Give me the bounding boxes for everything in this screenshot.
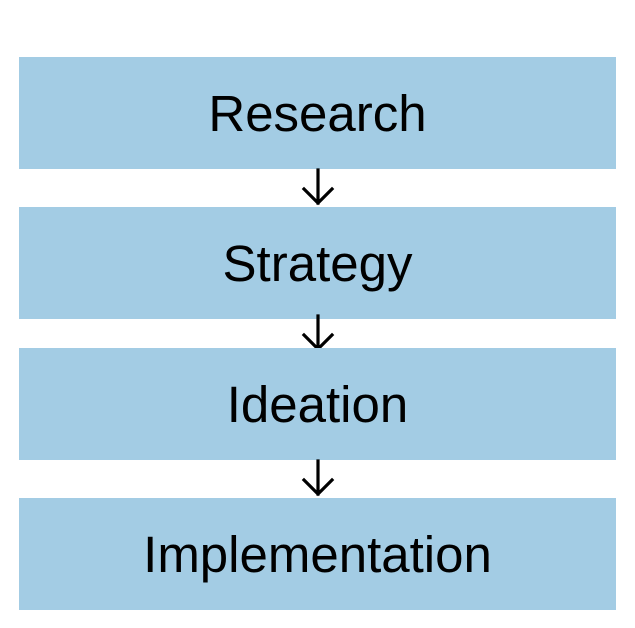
step-strategy: Strategy [19,207,616,319]
step-label: Research [208,84,427,142]
step-label: Strategy [222,234,413,292]
step-research: Research [19,57,616,169]
step-label: Implementation [143,525,492,583]
down-arrow-icon [300,167,336,209]
step-label: Ideation [226,375,409,433]
down-arrow-icon [300,458,336,500]
step-ideation: Ideation [19,348,616,460]
step-implementation: Implementation [19,498,616,610]
